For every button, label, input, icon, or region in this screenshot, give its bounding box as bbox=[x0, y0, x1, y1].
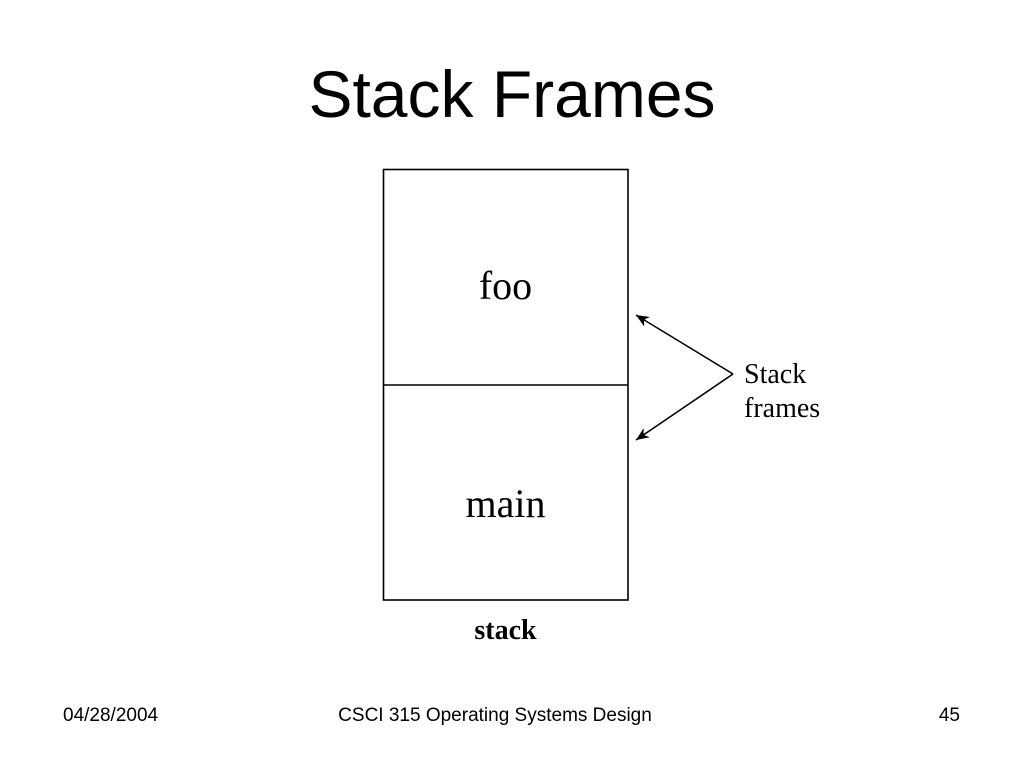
stack-caption: stack bbox=[474, 615, 537, 646]
stack-frames-callout: Stack frames bbox=[744, 359, 821, 424]
frame-label-foo: foo bbox=[478, 263, 533, 308]
frame-label-main: main bbox=[465, 481, 546, 526]
footer-page-number: 45 bbox=[938, 705, 960, 726]
arrow-to-main-frame bbox=[635, 373, 734, 441]
arrow-to-foo-frame bbox=[635, 314, 734, 375]
footer-date: 04/28/2004 bbox=[63, 705, 159, 726]
footer-course-title: CSCI 315 Operating Systems Design bbox=[338, 705, 652, 726]
slide-title: Stack Frames bbox=[308, 57, 716, 131]
